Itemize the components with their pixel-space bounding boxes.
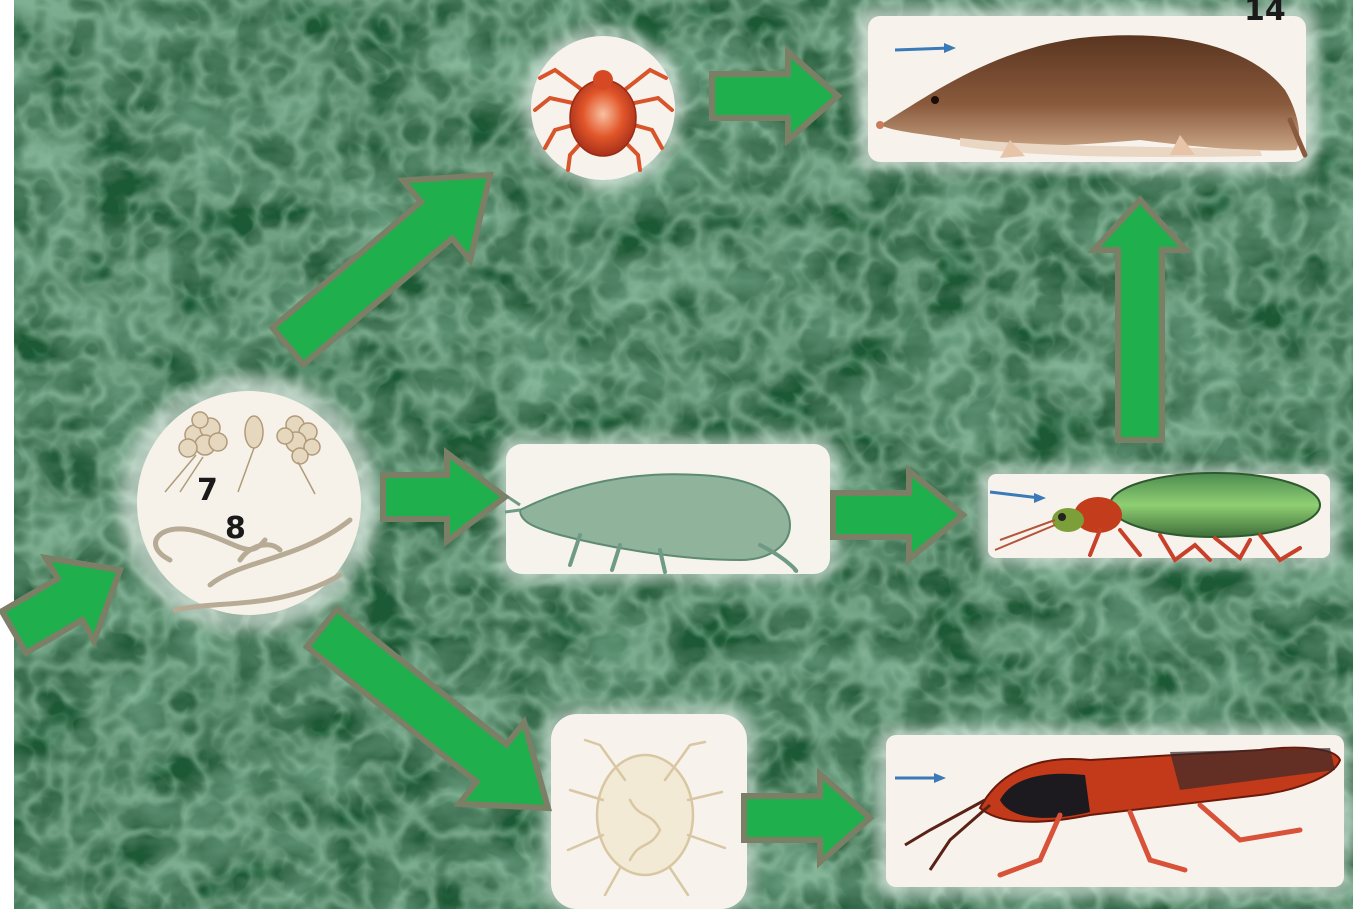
node-rove-beetle: [875, 727, 1349, 897]
node-source-label-8: 8: [225, 511, 246, 546]
node-source-label-7: 7: [197, 473, 218, 508]
node-ground-beetle: [978, 466, 1340, 566]
node-shrew-label: 14: [1244, 0, 1286, 28]
node-source: 7 8: [119, 373, 379, 633]
node-springtail: [497, 436, 839, 582]
node-red-mite: [521, 26, 685, 190]
node-white-mite: [543, 706, 755, 909]
left-margin-strip: [0, 0, 14, 909]
node-shrew: 14: [855, 0, 1317, 172]
